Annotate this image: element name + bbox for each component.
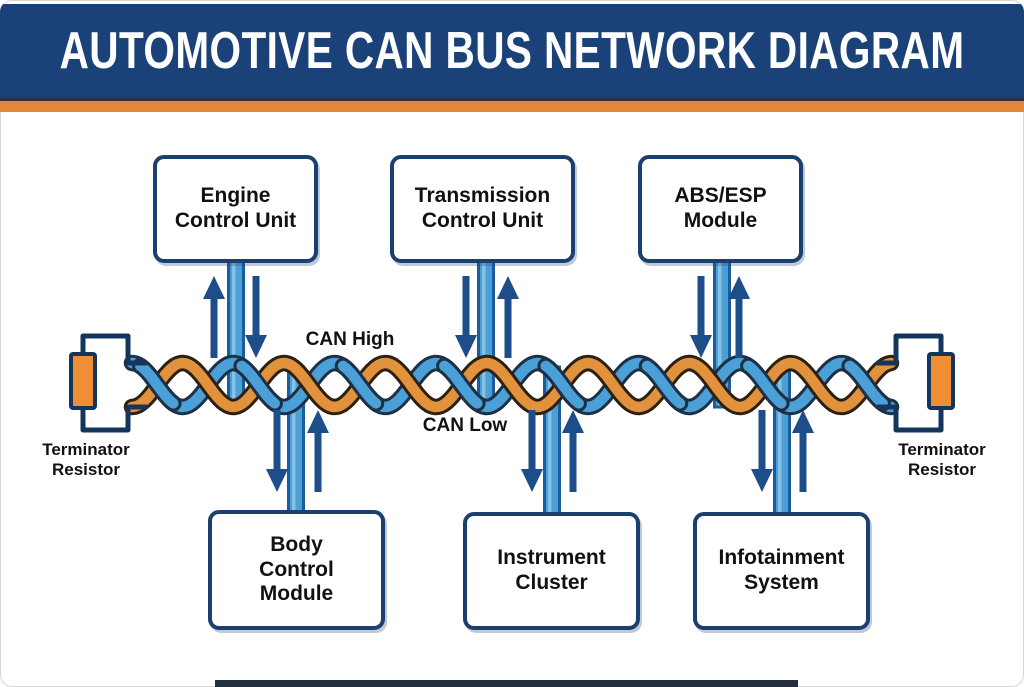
module-box-instrument-cluster: Instrument Cluster xyxy=(463,512,640,630)
module-box-infotainment-system: Infotainment System xyxy=(693,512,870,630)
module-label: Transmission Control Unit xyxy=(414,184,551,232)
connector-pipe xyxy=(477,258,495,409)
terminator-resistor-right xyxy=(875,333,955,433)
arrow-down-icon xyxy=(455,276,477,358)
connector-pipe xyxy=(227,258,245,405)
header-rule-orange xyxy=(0,101,1024,112)
data-flow-arrows xyxy=(203,276,814,492)
arrow-up-icon xyxy=(792,410,814,492)
can-low-label: CAN Low xyxy=(422,415,508,436)
page-title: AUTOMOTIVE CAN BUS NETWORK DIAGRAM xyxy=(59,22,965,80)
can-high-label: CAN High xyxy=(305,329,395,350)
module-label: ABS/ESP Module xyxy=(674,184,767,232)
bottom-accent-bar xyxy=(215,680,798,687)
module-label: Instrument Cluster xyxy=(497,546,606,594)
module-box-body-control-module: Body Control Module xyxy=(208,510,385,630)
header-rule-dark xyxy=(0,98,1024,101)
arrow-up-icon xyxy=(728,276,750,358)
module-label: Infotainment System xyxy=(718,546,845,594)
arrow-down-icon xyxy=(266,410,288,492)
arrow-up-icon xyxy=(307,410,329,492)
header-banner: AUTOMOTIVE CAN BUS NETWORK DIAGRAM xyxy=(0,4,1024,98)
terminator-resistor-left xyxy=(69,333,149,433)
arrow-up-icon xyxy=(203,276,225,358)
terminator-resistor-label-left: Terminator Resistor xyxy=(42,440,130,480)
module-label: Body Control Module xyxy=(259,532,334,606)
arrow-down-icon xyxy=(690,276,712,358)
resistor-body xyxy=(69,352,97,410)
arrow-down-icon xyxy=(245,276,267,358)
arrow-up-icon xyxy=(497,276,519,358)
terminator-resistor-label-right: Terminator Resistor xyxy=(898,440,986,480)
module-label: Engine Control Unit xyxy=(174,184,297,232)
arrow-down-icon xyxy=(521,410,543,492)
module-box-abs-esp-module: ABS/ESP Module xyxy=(638,155,803,263)
module-box-engine-control-unit: Engine Control Unit xyxy=(153,155,318,263)
can-bus-twisted-pair xyxy=(123,354,900,416)
resistor-body xyxy=(927,352,955,410)
module-box-transmission-control-unit: Transmission Control Unit xyxy=(390,155,575,263)
arrow-down-icon xyxy=(751,410,773,492)
arrow-up-icon xyxy=(562,410,584,492)
